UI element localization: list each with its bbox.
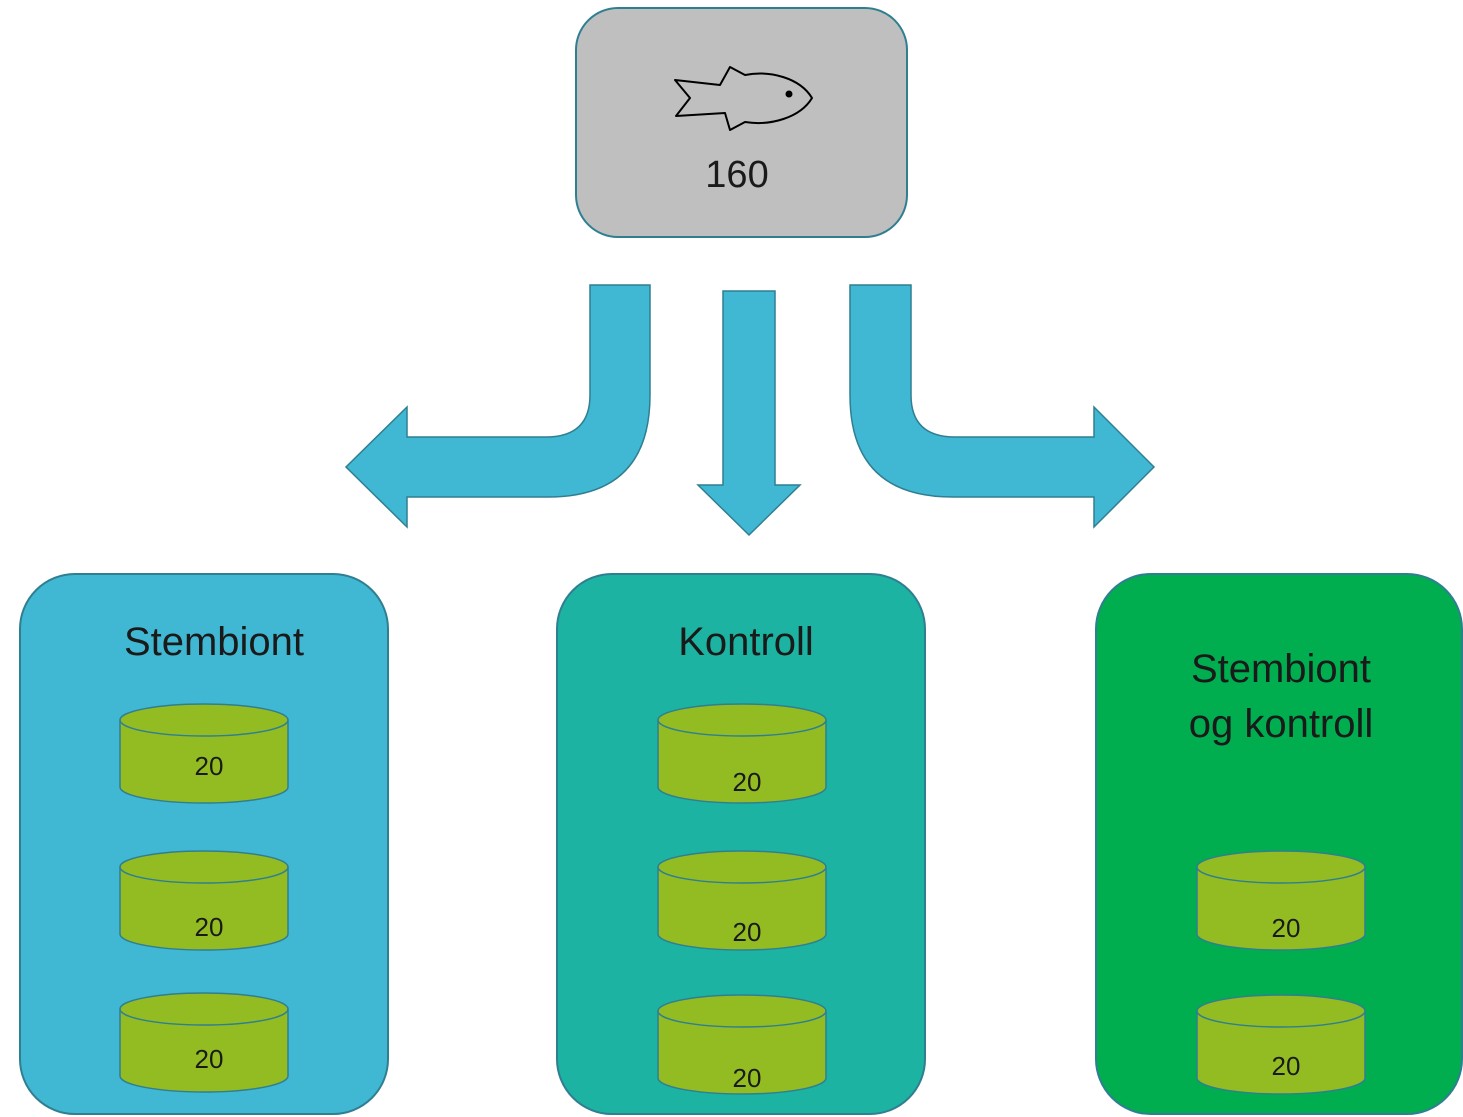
group-title: Stembiont — [124, 620, 304, 664]
group-title-line-2: og kontroll — [1189, 702, 1374, 746]
group-stembiont-og-kontroll: Stembiont og kontroll — [1095, 573, 1463, 1115]
tank-count: 20 — [733, 767, 762, 797]
tank: 20 — [1196, 850, 1366, 951]
group-title: Kontroll — [678, 620, 814, 664]
tank-count: 20 — [195, 1044, 224, 1074]
arrow-down — [696, 290, 802, 537]
group-stembiont: Stembiont — [19, 573, 389, 1115]
tank: 20 — [1196, 994, 1366, 1095]
tank-count: 20 — [195, 912, 224, 942]
tank-count: 20 — [195, 751, 224, 781]
tank: 20 — [119, 703, 289, 804]
tank-count: 20 — [733, 1063, 762, 1093]
group-box — [19, 573, 389, 1115]
group-box — [1095, 573, 1463, 1115]
group-kontroll: Kontroll — [556, 573, 926, 1115]
group-box — [556, 573, 926, 1115]
tank-count: 20 — [1272, 1051, 1301, 1081]
tank: 20 — [657, 850, 827, 951]
source-node: 160 — [575, 7, 908, 238]
tank: 20 — [119, 992, 289, 1093]
tank: 20 — [119, 850, 289, 951]
tank-count: 20 — [1272, 913, 1301, 943]
fish-icon — [674, 66, 813, 131]
source-box — [575, 7, 908, 238]
arrows — [344, 284, 1156, 537]
tank-count: 20 — [733, 917, 762, 947]
tank: 20 — [657, 703, 827, 804]
arrow-right — [849, 284, 1156, 529]
tank: 20 — [657, 994, 827, 1095]
arrow-left — [344, 284, 651, 529]
group-title-line-1: Stembiont — [1191, 647, 1371, 691]
source-count: 160 — [705, 154, 768, 196]
